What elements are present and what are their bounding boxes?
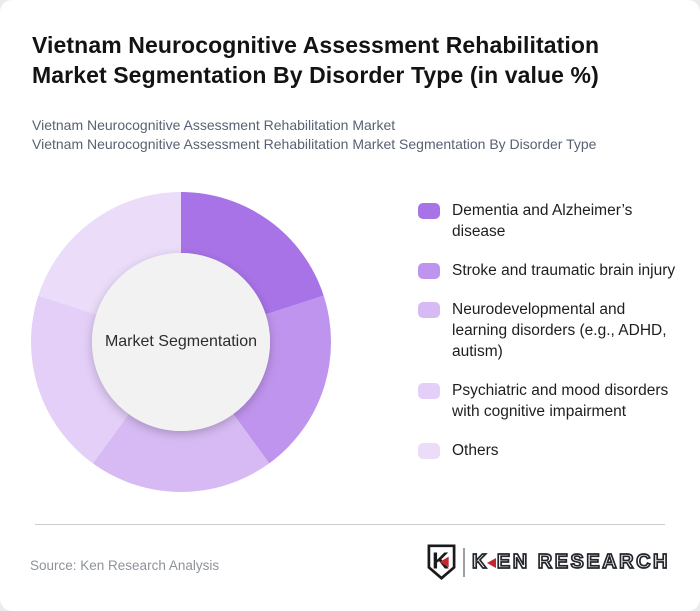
subtitle-line-1: Vietnam Neurocognitive Assessment Rehabi…	[32, 117, 396, 133]
legend-swatch-icon	[418, 302, 440, 318]
legend-swatch-icon	[418, 203, 440, 219]
donut-chart: Market Segmentation	[31, 192, 331, 492]
logo-text-rest: EN RESEARCH	[496, 550, 670, 574]
subtitle-block: Vietnam Neurocognitive Assessment Rehabi…	[32, 116, 682, 154]
logo-wordmark: K EN RESEARCH	[471, 550, 670, 574]
chart-legend: Dementia and Alzheimer’s disease Stroke …	[418, 200, 680, 461]
legend-item-dementia[interactable]: Dementia and Alzheimer’s disease	[418, 200, 680, 242]
source-note: Source: Ken Research Analysis	[30, 558, 220, 573]
subtitle-line-2: Vietnam Neurocognitive Assessment Rehabi…	[32, 136, 597, 152]
donut-segment-4[interactable]	[38, 192, 182, 315]
legend-swatch-icon	[418, 263, 440, 279]
legend-label: Stroke and traumatic brain injury	[452, 262, 676, 279]
legend-label: Neurodevelopmental and learning disorder…	[452, 301, 667, 360]
logo-separator	[462, 547, 465, 577]
ken-research-logo: K K EN RESEARCH	[426, 544, 670, 580]
legend-label: Others	[452, 442, 499, 459]
legend-item-stroke-tbi[interactable]: Stroke and traumatic brain injury	[418, 260, 680, 281]
legend-item-psychiatric[interactable]: Psychiatric and mood disorders with cogn…	[418, 380, 680, 422]
donut-segment-1[interactable]	[233, 295, 331, 464]
donut-segment-3[interactable]	[31, 295, 129, 464]
legend-swatch-icon	[418, 443, 440, 459]
footer-divider	[35, 524, 665, 525]
donut-center-circle	[92, 253, 270, 431]
shield-k-icon: K	[427, 544, 456, 580]
legend-label: Dementia and Alzheimer’s disease	[452, 202, 633, 240]
legend-label: Psychiatric and mood disorders with cogn…	[452, 382, 669, 420]
donut-segment-2[interactable]	[92, 414, 270, 492]
donut-segment-0[interactable]	[181, 192, 324, 315]
red-arrow-icon	[486, 557, 496, 568]
legend-swatch-icon	[418, 383, 440, 399]
donut-svg	[31, 192, 331, 492]
logo-letter-k: K	[471, 550, 489, 574]
svg-text:K: K	[432, 547, 449, 573]
legend-item-neurodevelopmental[interactable]: Neurodevelopmental and learning disorder…	[418, 299, 680, 362]
page-title: Vietnam Neurocognitive Assessment Rehabi…	[32, 32, 600, 88]
legend-item-others[interactable]: Others	[418, 440, 680, 461]
